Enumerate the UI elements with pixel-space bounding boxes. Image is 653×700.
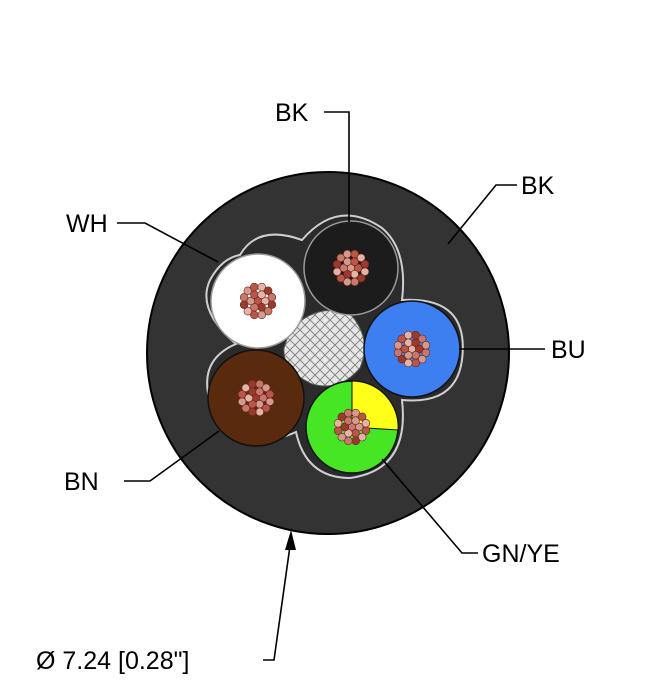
conductor-left [210,253,306,349]
copper-strand [354,263,363,273]
copper-strand [355,422,364,432]
copper-strand [265,390,275,399]
copper-strand [337,412,346,422]
copper-strand [241,383,250,393]
conductor-bottom-left [207,349,305,447]
copper-strand [361,419,371,428]
copper-strand [400,344,409,354]
copper-strand [332,260,342,269]
copper-strand [350,277,359,287]
copper-strand [239,293,249,302]
copper-strand [417,334,427,343]
copper-strand [333,419,343,428]
conductor-right [363,300,461,398]
copper-strand [393,348,403,357]
copper-strand [250,310,259,320]
label-bottom-conductor: GN/YE [482,540,560,568]
copper-strand [397,334,406,344]
copper-strand [333,426,343,435]
copper-strand [344,436,353,446]
copper-strand [343,249,352,259]
copper-strand [237,390,247,399]
copper-strand [255,407,264,417]
conductor-top [303,220,399,316]
label-bottom-left-conductor: BN [64,468,99,496]
copper-strand [351,436,360,446]
diameter-label: Ø 7.24 [0.28"] [36,647,189,675]
diameter-leader [263,545,291,661]
label-left-conductor: WH [66,210,108,238]
leader-bottom-conductor [381,458,478,554]
label-top-conductor: BK [275,99,309,127]
copper-strand [393,341,403,350]
leader-jacket [447,184,517,245]
copper-strand [411,358,420,368]
copper-strand [255,379,264,389]
copper-strand [267,293,277,302]
copper-strand [358,432,367,442]
copper-strand [339,263,348,273]
copper-strand [237,397,247,406]
copper-strand [351,408,360,418]
copper-strand [343,277,352,287]
copper-strand [411,330,420,340]
copper-strand [336,253,345,263]
copper-strand [244,393,254,403]
copper-strand [243,286,252,296]
copper-strand [246,296,256,306]
copper-strand [261,296,270,306]
copper-strand [340,422,349,432]
copper-strand [250,282,259,292]
leader-left-conductor [117,222,219,263]
copper-strand [404,358,413,368]
label-jacket: BK [521,172,555,200]
copper-strand [404,330,413,340]
copper-strand [259,393,268,403]
copper-strand [257,282,266,292]
copper-strand [415,344,424,354]
copper-strand [356,253,366,262]
copper-strand [332,267,342,276]
diameter-arrowhead [285,530,296,550]
copper-strand [344,408,353,418]
copper-strand [257,310,266,320]
copper-strand [337,433,347,442]
copper-strand [397,355,407,364]
copper-strand [239,300,249,309]
copper-strand [248,379,257,389]
copper-strand [262,403,271,413]
copper-strand [350,249,359,259]
copper-strand [336,274,346,283]
copper-strand [241,404,251,413]
copper-strand [357,273,366,283]
leader-top-conductor [324,111,350,222]
copper-strand [421,341,431,350]
leader-bottom-left-conductor [124,430,220,482]
copper-strand [357,412,367,421]
copper-strand [418,354,427,364]
copper-strand [248,407,257,417]
copper-strand [264,306,273,316]
copper-strand [263,286,273,295]
conductor-bottom [305,380,399,474]
copper-strand [243,307,253,316]
label-right-conductor: BU [551,336,586,364]
copper-strand [261,383,271,392]
copper-strand [360,260,370,269]
